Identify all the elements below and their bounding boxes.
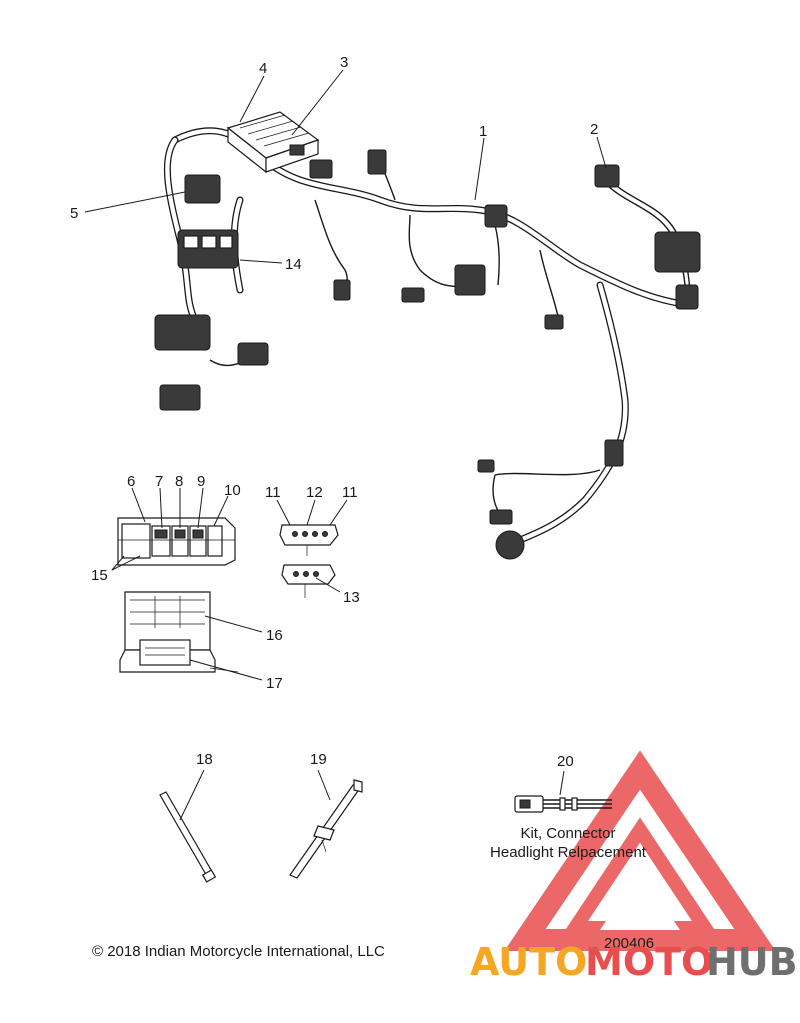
watermark-moto: MOTO <box>585 940 713 984</box>
callout-7: 7 <box>155 473 163 490</box>
drawing-number: 200406 <box>604 935 654 952</box>
callout-6: 6 <box>127 473 135 490</box>
kit-caption-line2: Headlight Relpacement <box>490 844 647 861</box>
callout-18: 18 <box>196 751 213 768</box>
kit-caption-line1: Kit, Connector <box>520 825 615 842</box>
connector-cluster-middle <box>309 149 564 330</box>
fuse-block-detail <box>117 517 236 566</box>
watermark-wordmark: AUTO MOTO HUB <box>470 940 798 984</box>
watermark-logo <box>504 750 776 951</box>
headlight-connector-kit <box>514 795 612 813</box>
fuse-relay-box <box>226 111 320 174</box>
callout-11-right: 11 <box>342 484 358 501</box>
callout-3: 3 <box>340 54 348 71</box>
cable-tie-19 <box>289 779 363 879</box>
callout-10: 10 <box>224 482 241 499</box>
relay-lower <box>281 564 336 598</box>
watermark-hub: HUB <box>706 940 798 984</box>
callout-16: 16 <box>266 627 283 644</box>
fuse-block-cover <box>119 591 239 673</box>
callout-15: 15 <box>91 567 108 584</box>
callout-4: 4 <box>259 60 267 77</box>
callout-11-left: 11 <box>265 484 281 501</box>
callout-19: 19 <box>310 751 327 768</box>
watermark-auto: AUTO <box>470 940 587 984</box>
callout-5: 5 <box>70 205 78 222</box>
leader-lines <box>84 69 607 821</box>
copyright-notice: © 2018 Indian Motorcycle International, … <box>92 943 385 960</box>
cable-tie-18 <box>159 791 217 883</box>
relay-upper <box>279 524 339 556</box>
callout-12: 12 <box>306 484 323 501</box>
connector-cluster-right <box>477 164 701 560</box>
callout-17: 17 <box>266 675 283 692</box>
callout-20: 20 <box>557 753 574 770</box>
callout-14: 14 <box>285 256 302 273</box>
main-wiring-harness <box>163 127 694 544</box>
watermark-outer-triangle <box>504 750 776 951</box>
callout-13: 13 <box>343 589 360 606</box>
callout-1: 1 <box>479 123 487 140</box>
callout-2: 2 <box>590 121 598 138</box>
callout-8: 8 <box>175 473 183 490</box>
callout-numbers: 1 2 3 4 5 6 7 8 9 10 11 12 11 13 14 15 1… <box>70 54 598 770</box>
connector-cluster-left <box>154 174 269 411</box>
callout-9: 9 <box>197 473 205 490</box>
